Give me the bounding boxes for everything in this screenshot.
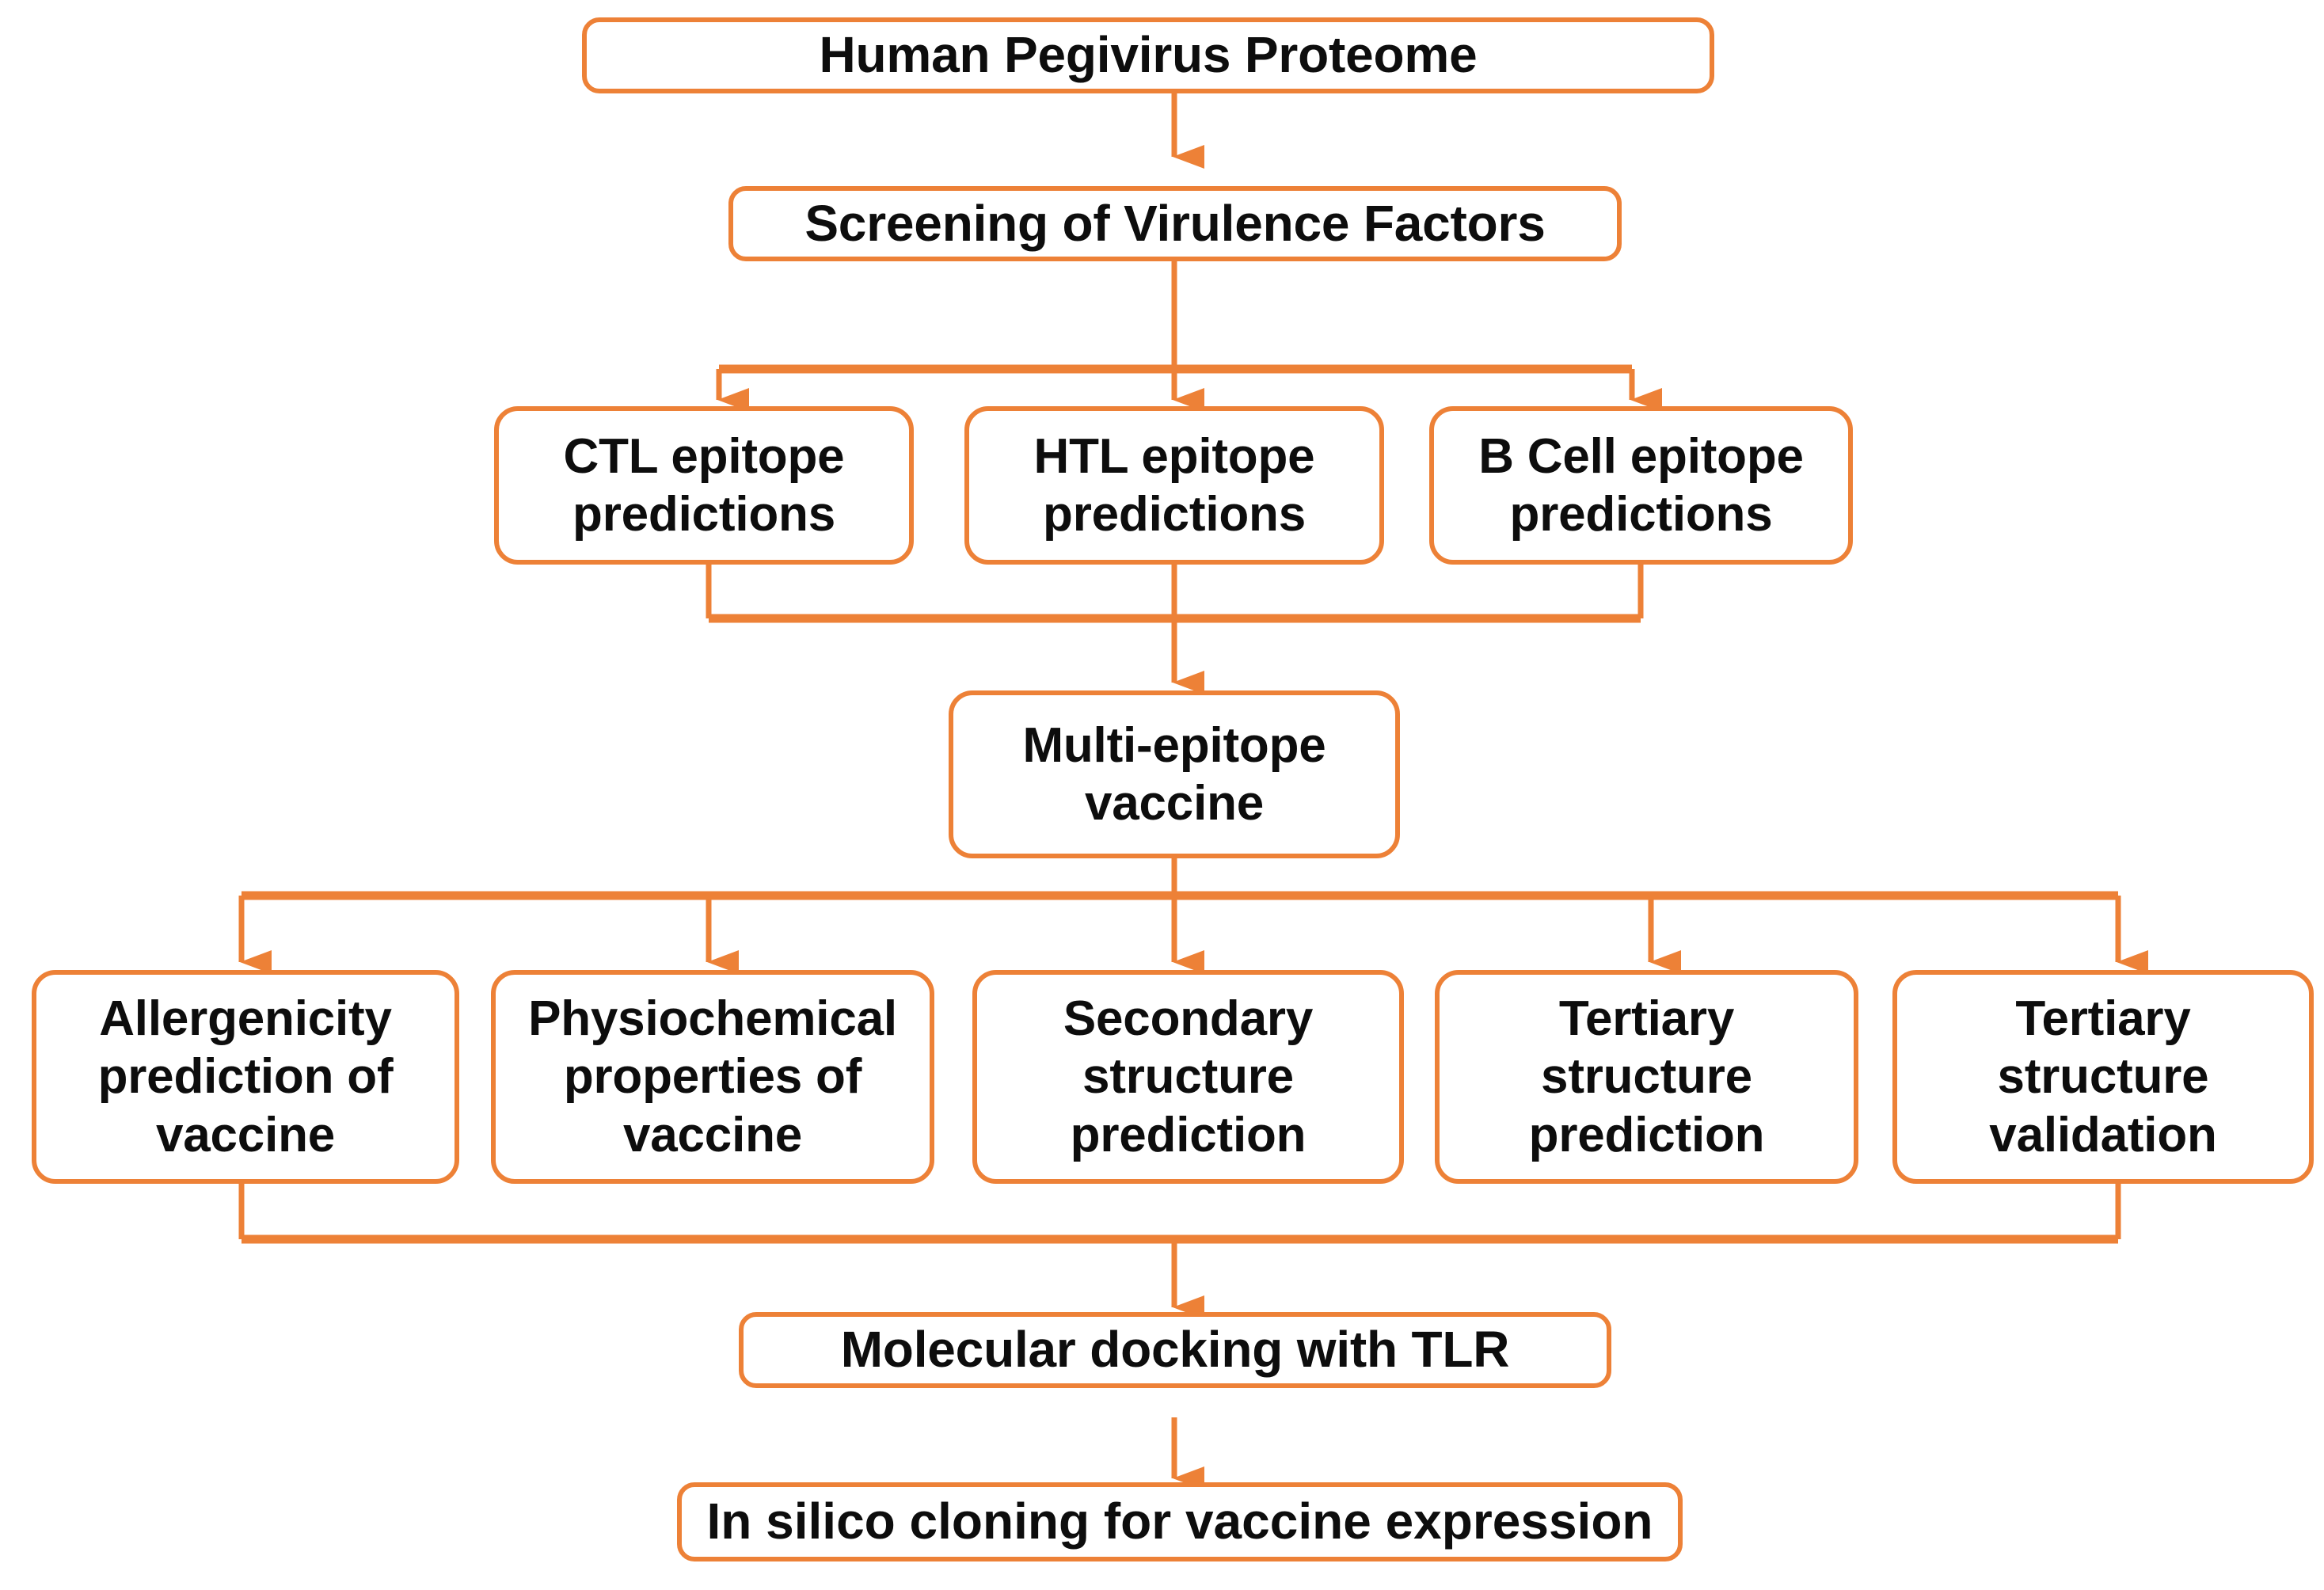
node-screening-of-virulence-factors[interactable]: Screening of Virulence Factors	[728, 186, 1622, 261]
node-ctl-label: CTL epitope predictions	[563, 428, 845, 542]
node-bcell-label: B Cell epitope predictions	[1478, 428, 1804, 542]
node-tertiary-structure-validation[interactable]: Tertiary structure validation	[1892, 970, 2314, 1184]
node-ctl-epitope-predictions[interactable]: CTL epitope predictions	[494, 406, 914, 565]
node-vaccine-label: Multi-epitope vaccine	[1022, 717, 1326, 831]
node-secondary-structure-prediction[interactable]: Secondary structure prediction	[972, 970, 1404, 1184]
node-physiochemical-label: Physiochemical properties of vaccine	[528, 991, 897, 1162]
node-allergenicity-label: Allergenicity prediction of vaccine	[97, 991, 394, 1162]
node-secondary-label: Secondary structure prediction	[1063, 991, 1314, 1162]
node-proteome-label: Human Pegivirus Proteome	[819, 26, 1478, 84]
node-cloning-label: In silico cloning for vaccine expression	[706, 1493, 1653, 1550]
node-htl-label: HTL epitope predictions	[1033, 428, 1315, 542]
node-physiochemical-properties-of-vaccine[interactable]: Physiochemical properties of vaccine	[491, 970, 934, 1184]
node-docking-label: Molecular docking with TLR	[840, 1321, 1510, 1379]
node-molecular-docking-with-tlr[interactable]: Molecular docking with TLR	[739, 1312, 1611, 1388]
node-htl-epitope-predictions[interactable]: HTL epitope predictions	[964, 406, 1384, 565]
node-tertiary-prediction-label: Tertiary structure prediction	[1528, 991, 1765, 1162]
node-in-silico-cloning-for-vaccine-expression[interactable]: In silico cloning for vaccine expression	[677, 1482, 1683, 1561]
node-tertiary-structure-prediction[interactable]: Tertiary structure prediction	[1435, 970, 1858, 1184]
node-proteome[interactable]: Human Pegivirus Proteome	[582, 17, 1714, 93]
node-b-cell-epitope-predictions[interactable]: B Cell epitope predictions	[1429, 406, 1853, 565]
node-multi-epitope-vaccine[interactable]: Multi-epitope vaccine	[949, 690, 1400, 858]
node-tertiary-validation-label: Tertiary structure validation	[1989, 991, 2217, 1162]
node-allergenicity-prediction-of-vaccine[interactable]: Allergenicity prediction of vaccine	[32, 970, 459, 1184]
node-screening-label: Screening of Virulence Factors	[804, 194, 1546, 252]
